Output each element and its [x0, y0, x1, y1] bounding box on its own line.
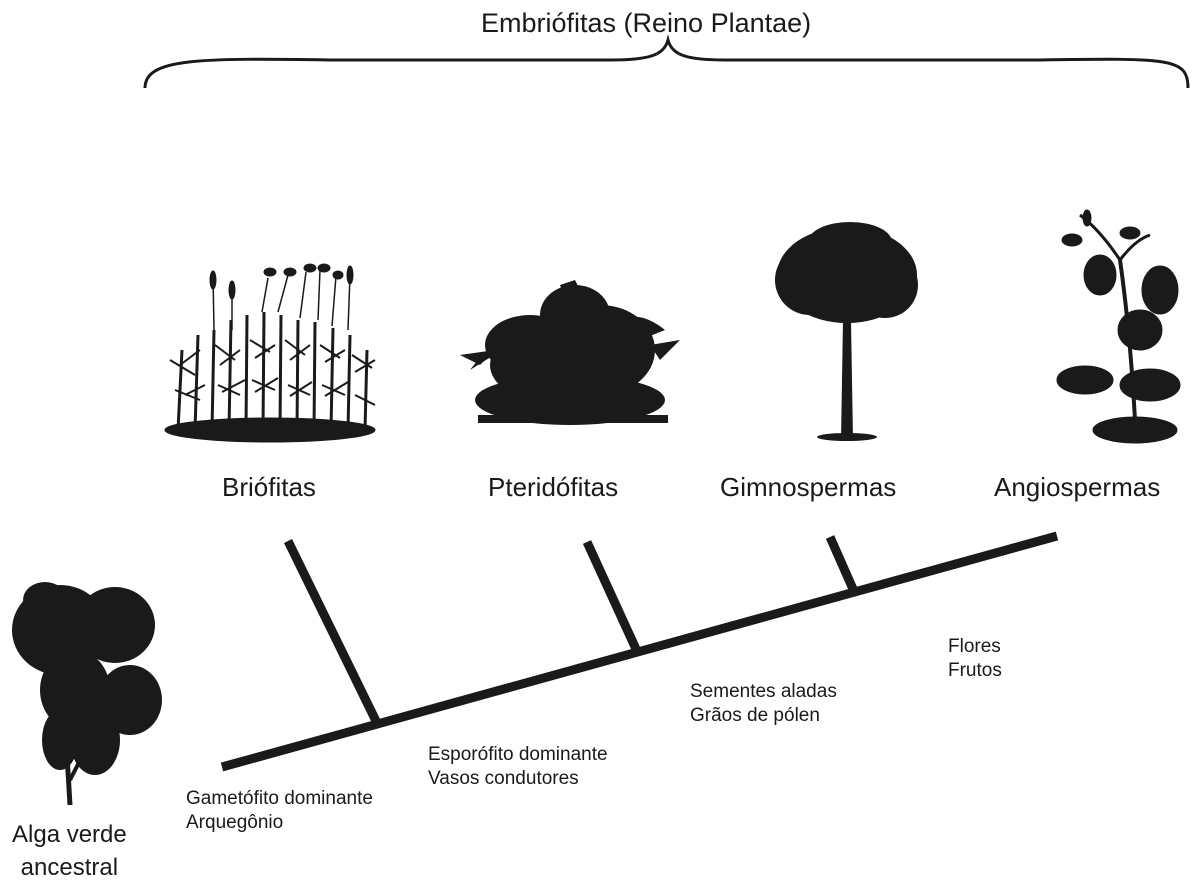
diagram-title: Embriófitas (Reino Plantae) [481, 8, 812, 38]
branch-gimnospermas [825, 535, 858, 591]
fern-icon [460, 280, 680, 425]
trait-line: Sementes aladas [690, 681, 837, 702]
ancestor-label: Alga verde ancestral [12, 818, 127, 884]
group-label-gimnospermas: Gimnospermas [720, 472, 897, 502]
trait-line: Grãos de pólen [690, 705, 820, 726]
branch-briofitas [283, 539, 381, 723]
ancestor-line: Alga verde [12, 821, 127, 848]
group-label-angiospermas: Angiospermas [994, 472, 1161, 502]
cladogram-trunk [220, 531, 1059, 772]
green-algae-icon [12, 582, 162, 806]
embryophyte-brace [143, 34, 1190, 89]
trait-gametofito: Gametófito dominante Arquegônio [186, 787, 373, 835]
trait-line: Vasos condutores [428, 768, 579, 789]
trait-line: Esporófito dominante [428, 744, 608, 765]
trait-line: Frutos [948, 660, 1002, 681]
trait-line: Arquegônio [186, 812, 284, 833]
group-label-pteridofitas: Pteridófitas [488, 472, 619, 502]
group-label-briofitas: Briófitas [222, 472, 316, 502]
trait-line: Flores [948, 636, 1001, 657]
conifer-tree-icon [775, 222, 918, 441]
ancestor-line: ancestral [20, 854, 119, 881]
trait-flores: Flores Frutos [948, 635, 1002, 683]
moss-icon [164, 263, 376, 443]
trait-esporofito: Esporófito dominante Vasos condutores [428, 743, 608, 791]
branch-pteridofitas [582, 540, 641, 651]
trait-line: Gametófito dominante [186, 788, 373, 809]
flowering-plant-icon [1056, 209, 1181, 444]
trait-sementes: Sementes aladas Grãos de pólen [690, 680, 837, 728]
